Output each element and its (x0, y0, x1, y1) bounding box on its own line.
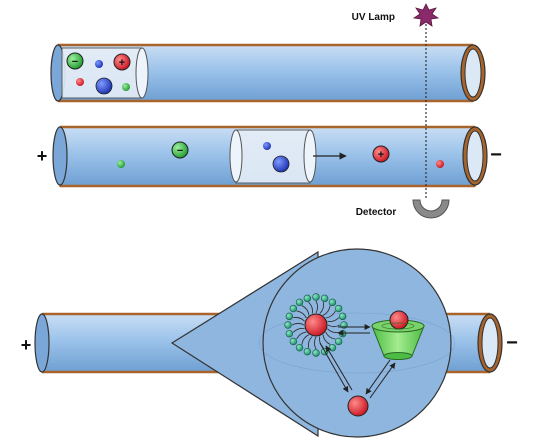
surfactant-tail (307, 336, 313, 348)
surfactant-head (285, 329, 294, 338)
surfactant-tail (296, 331, 307, 340)
surfactant-tail (322, 305, 331, 316)
particle-neutral-large-top (95, 77, 113, 95)
particle-anion-small-top (122, 83, 130, 91)
arrow-micelle-to-free (319, 342, 349, 393)
surfactant-tail (315, 300, 319, 314)
cathode-label-bottom: − (506, 332, 518, 354)
surfactant-head (289, 304, 298, 313)
surfactant-head (312, 349, 320, 357)
particle-neutral-small-top (95, 60, 103, 68)
particle-anion-top: − (66, 52, 84, 70)
micelle-group (284, 293, 348, 357)
surfactant-head (338, 312, 347, 321)
sample-plug-middle (229, 129, 317, 184)
surfactant-head (284, 321, 292, 329)
arrow-cd-to-free (365, 359, 391, 395)
surfactant-tail (291, 322, 305, 326)
surfactant-head (334, 337, 343, 346)
surfactant-tail (322, 334, 331, 345)
particle-cation-small-top (76, 78, 84, 86)
surfactant-tail (325, 331, 336, 340)
surfactant-tail (327, 324, 341, 328)
arrow-free-to-micelle (325, 345, 353, 391)
surfactant-head (334, 304, 343, 313)
surfactant-head (328, 343, 337, 352)
surfactant-tail (327, 317, 340, 322)
free-analyte (347, 395, 369, 417)
surfactant-tail (325, 310, 336, 319)
cathode-label-middle: − (490, 144, 502, 166)
surfactant-head (303, 347, 312, 356)
particle-anion-small-middle (117, 160, 125, 168)
uv-lamp-star-icon (412, 3, 440, 27)
anion-sign-middle: − (177, 145, 183, 157)
detector-label: Detector (356, 207, 397, 218)
arrow-free-to-cd (369, 362, 396, 399)
surfactant-tail (308, 301, 313, 314)
surfactant-head (295, 298, 304, 307)
cyclodextrin-bound-analyte (389, 310, 409, 330)
micelle-core-analyte (304, 313, 328, 337)
particle-neutral-small-middle (263, 142, 271, 150)
cyclodextrin-complex (371, 310, 425, 360)
cation-sign-middle: + (378, 149, 384, 161)
surfactant-head (338, 329, 347, 338)
particle-cation-middle: + (372, 145, 390, 163)
detector-cup-icon (412, 199, 450, 219)
surfactant-head (295, 343, 304, 352)
surfactant-tail (301, 305, 310, 316)
surfactant-head (285, 312, 294, 321)
surfactant-head (312, 293, 320, 301)
surfactant-head (328, 298, 337, 307)
particle-cation-small-middle (436, 160, 444, 168)
surfactant-tail (301, 334, 310, 345)
surfactant-head (289, 337, 298, 346)
anode-label-bottom: + (21, 335, 32, 355)
anode-label-middle: + (37, 146, 48, 166)
surfactant-tail (293, 316, 305, 322)
surfactant-tail (292, 328, 305, 333)
surfactant-tail (296, 310, 307, 319)
anion-sign: − (72, 56, 78, 68)
surfactant-head (303, 294, 312, 303)
surfactant-tail (313, 336, 317, 350)
particle-anion-middle: − (171, 141, 189, 159)
uv-lamp-label: UV Lamp (352, 12, 395, 23)
surfactant-tail (319, 302, 325, 314)
particle-neutral-large-middle (272, 155, 290, 173)
surfactant-head (320, 294, 329, 303)
particle-cation-top: + (113, 53, 131, 71)
cation-sign: + (119, 57, 125, 69)
